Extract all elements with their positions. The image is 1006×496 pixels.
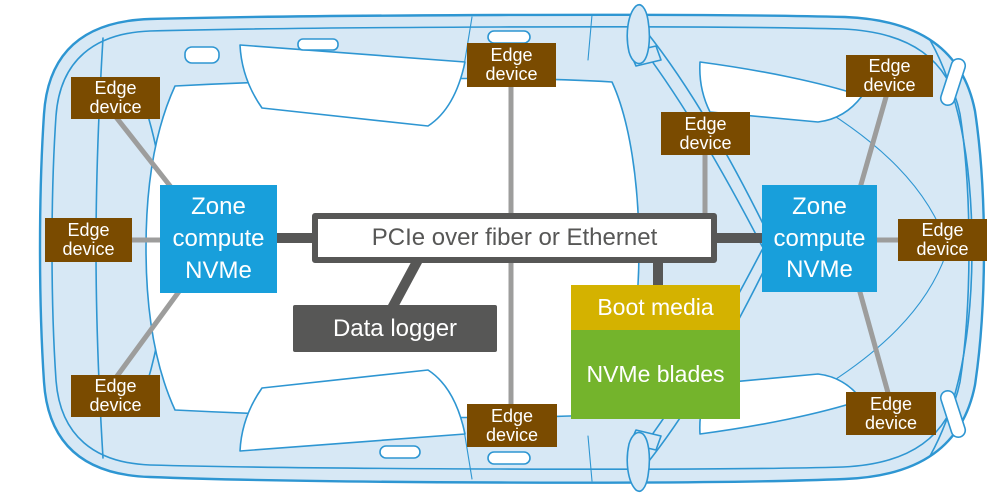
car-door-handle bbox=[297, 38, 339, 51]
car-door-handle bbox=[487, 451, 531, 465]
edge-device-right-middle: Edge device bbox=[898, 219, 987, 261]
edge-device-left-middle: Edge device bbox=[45, 218, 132, 262]
edge-device-label: Edge device bbox=[89, 376, 142, 415]
edge-device-top-center: Edge device bbox=[467, 43, 556, 87]
edge-device-top-left: Edge device bbox=[71, 77, 160, 119]
car-mirror-bottom-blade bbox=[626, 431, 651, 492]
link-edge-br-zone-right bbox=[855, 284, 893, 401]
link-edge-tr-zone-right bbox=[855, 89, 891, 196]
edge-device-label: Edge device bbox=[485, 45, 538, 84]
pcie-bus: PCIe over fiber or Ethernet bbox=[312, 213, 717, 263]
car-door-handle bbox=[379, 445, 421, 459]
car-c-pillar-top bbox=[587, 14, 593, 61]
edge-device-bottom-center: Edge device bbox=[467, 404, 557, 447]
car-door-handle bbox=[487, 30, 531, 44]
zone-compute-right: Zone compute NVMe bbox=[762, 185, 877, 292]
edge-device-top-right: Edge device bbox=[846, 55, 933, 97]
zone-compute-label: Zone compute NVMe bbox=[773, 192, 866, 284]
edge-device-bottom-left: Edge device bbox=[71, 375, 160, 417]
boot-media: Boot media bbox=[571, 285, 740, 330]
car-b-pillar-bottom bbox=[463, 429, 473, 480]
car-headlight-bottom bbox=[939, 390, 967, 438]
boot-media-label: Boot media bbox=[597, 294, 714, 320]
car-mirror-top-blade bbox=[626, 4, 651, 65]
edge-device-label: Edge device bbox=[62, 220, 115, 259]
edge-device-label: Edge device bbox=[679, 113, 732, 153]
nvme-blades-label: NVMe blades bbox=[586, 361, 725, 387]
edge-device-label: Edge device bbox=[916, 220, 969, 259]
car-c-pillar-bottom bbox=[587, 435, 593, 482]
data-logger: Data logger bbox=[293, 305, 497, 352]
car-window-top-front bbox=[699, 61, 863, 123]
car-window-top-rear bbox=[239, 44, 466, 127]
link-bus-data-logger bbox=[386, 255, 424, 313]
zone-compute-label: Zone compute NVMe bbox=[172, 193, 265, 284]
edge-device-bottom-right: Edge device bbox=[846, 392, 936, 435]
data-logger-label: Data logger bbox=[332, 314, 458, 342]
edge-device-label: Edge device bbox=[89, 78, 142, 117]
pcie-bus-label: PCIe over fiber or Ethernet bbox=[371, 224, 658, 251]
car-window-bottom-rear bbox=[239, 369, 466, 452]
nvme-blades: NVMe blades bbox=[571, 330, 740, 419]
edge-device-label: Edge device bbox=[863, 56, 916, 95]
zone-compute-left: Zone compute NVMe bbox=[160, 185, 277, 293]
edge-device-center-right: Edge device bbox=[661, 112, 750, 155]
link-edge-bl-zone-left bbox=[109, 284, 186, 385]
edge-device-label: Edge device bbox=[864, 393, 918, 433]
car-headlight-top bbox=[939, 58, 967, 106]
car-door-handle bbox=[184, 46, 220, 64]
car-b-pillar-top bbox=[463, 16, 473, 67]
edge-device-label: Edge device bbox=[485, 405, 539, 445]
